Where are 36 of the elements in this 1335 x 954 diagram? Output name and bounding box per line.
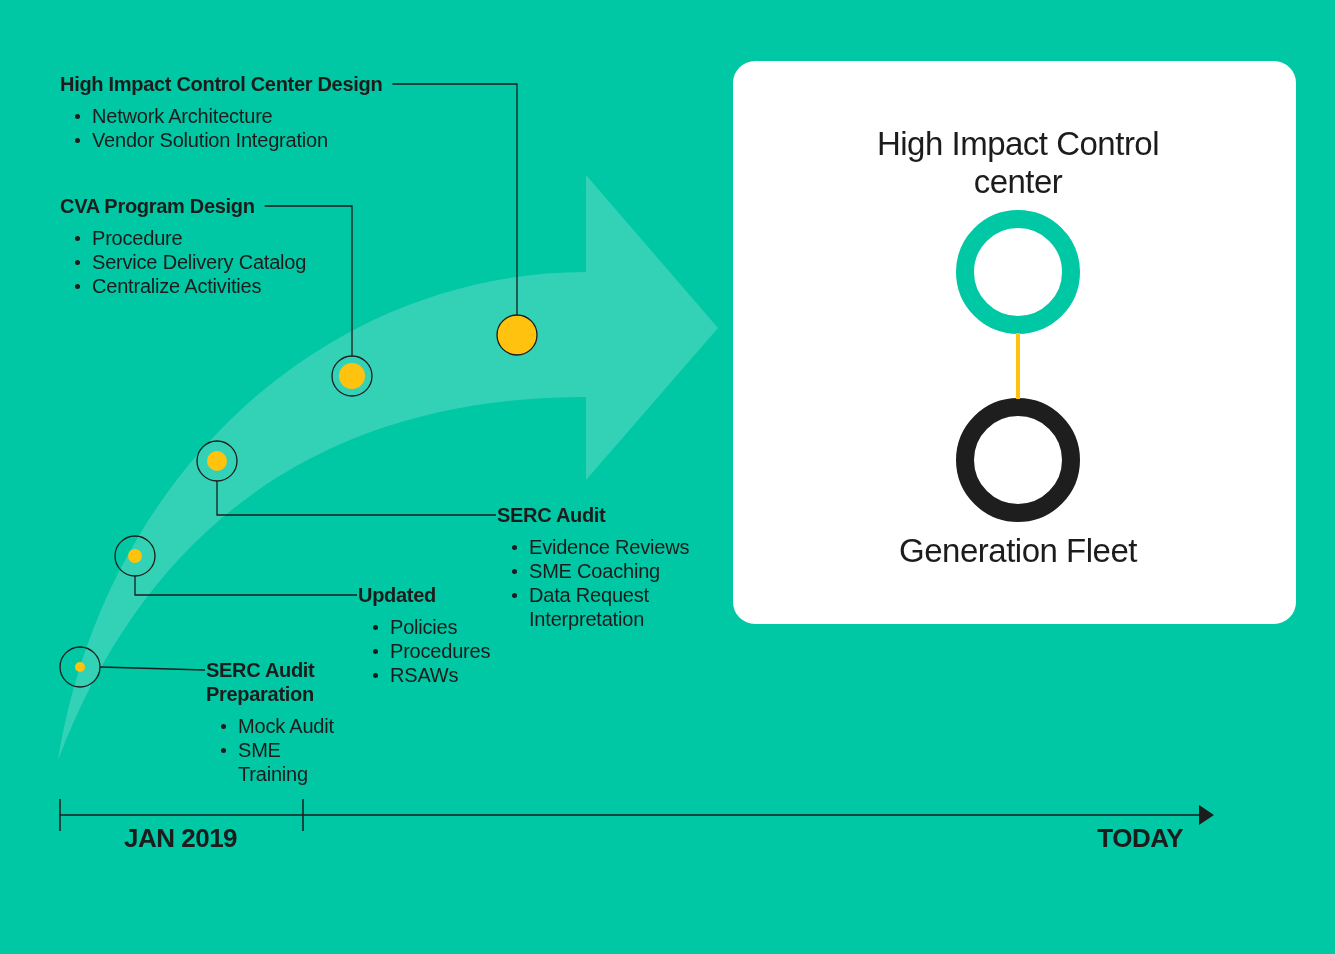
- milestone-heading: SERC Audit: [497, 503, 606, 527]
- bullet-item: Data Request Interpretation: [512, 583, 697, 631]
- leader-line: [134, 575, 358, 596]
- bullet-item: Evidence Reviews: [512, 535, 690, 559]
- bullet-item: Procedure: [75, 226, 183, 250]
- card-panel: [733, 61, 1296, 624]
- connector-line: [1016, 333, 1020, 399]
- bullet-item: Procedures: [373, 639, 491, 663]
- panel-caption: High Impact Control center: [875, 125, 1161, 201]
- milestone-dot: [59, 646, 101, 688]
- ring-marker: [956, 398, 1080, 522]
- leader-line: [216, 480, 497, 516]
- panel-caption: Generation Fleet: [898, 532, 1139, 570]
- milestone-heading: High Impact Control Center Design: [60, 72, 383, 96]
- milestone-dot: [114, 535, 156, 577]
- milestone-dot: [331, 355, 373, 397]
- milestone-dot: [496, 314, 538, 356]
- date-label: JAN 2019: [124, 823, 238, 854]
- bullet-item: SME Coaching: [512, 559, 660, 583]
- leader-line: [99, 666, 206, 671]
- bullet-item: Centralize Activities: [75, 274, 262, 298]
- milestone-heading: CVA Program Design: [60, 194, 255, 218]
- bullet-item: Policies: [373, 615, 458, 639]
- leader-line: [264, 205, 353, 357]
- bullet-item: Service Delivery Catalog: [75, 250, 307, 274]
- milestone-heading: SERC Audit Preparation: [206, 658, 316, 706]
- date-label: TODAY: [1097, 823, 1183, 854]
- bullet-item: RSAWs: [373, 663, 459, 687]
- leader-line: [391, 83, 518, 316]
- bullet-item: Vendor Solution Integration: [75, 128, 328, 152]
- bullet-item: Network Architecture: [75, 104, 273, 128]
- milestone-dot: [196, 440, 238, 482]
- bullet-item: SME Training: [221, 738, 336, 786]
- ring-marker: [956, 210, 1080, 334]
- bullet-item: Mock Audit: [221, 714, 334, 738]
- milestone-heading: Updated: [358, 583, 436, 607]
